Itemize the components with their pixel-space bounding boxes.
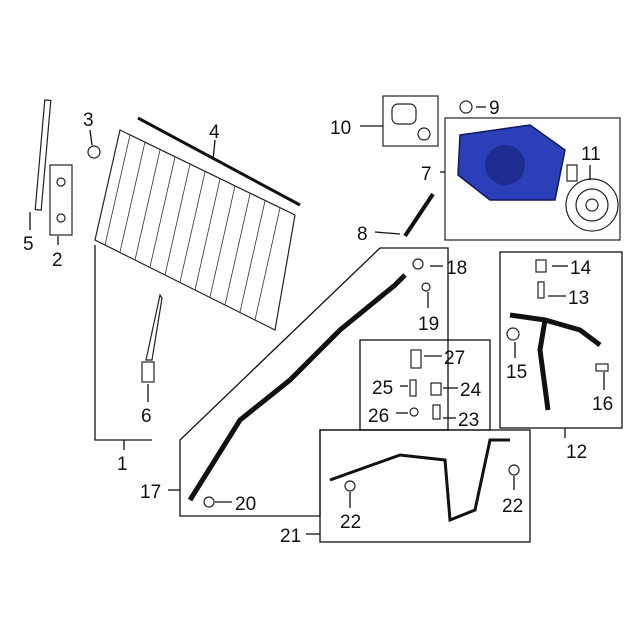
callout-19: 19 — [418, 314, 439, 335]
callout-10: 10 — [330, 118, 351, 139]
callout-9: 9 — [489, 98, 500, 119]
callout-24: 24 — [460, 380, 482, 401]
liquid-hose — [329, 438, 510, 523]
callout-6: 6 — [141, 406, 152, 427]
callout-25: 25 — [372, 378, 393, 399]
discharge-line-box — [499, 251, 623, 429]
side-seal — [34, 99, 52, 211]
callout-22-left: 22 — [340, 512, 361, 533]
o-ring — [459, 100, 473, 114]
drier — [145, 293, 163, 361]
callout-14: 14 — [570, 258, 592, 279]
callout-7: 7 — [421, 164, 432, 185]
liquid-line-box — [319, 429, 531, 543]
callout-3: 3 — [83, 110, 94, 131]
discharge-hose — [509, 312, 602, 411]
callout-2: 2 — [52, 250, 63, 271]
callout-27: 27 — [444, 348, 465, 369]
callout-22-right: 22 — [502, 496, 523, 517]
callout-1: 1 — [117, 454, 128, 475]
callout-12: 12 — [566, 442, 587, 463]
bolt — [87, 145, 101, 159]
mount-bracket — [49, 164, 73, 236]
callout-26: 26 — [368, 406, 389, 427]
callout-11: 11 — [581, 144, 601, 165]
callout-21: 21 — [280, 526, 301, 547]
callout-18: 18 — [446, 258, 467, 279]
callout-13: 13 — [568, 288, 589, 309]
callout-labels: 1 2 3 4 5 6 7 8 9 10 11 12 13 14 15 16 1… — [23, 98, 613, 547]
callout-8: 8 — [357, 224, 368, 245]
suction-hose — [187, 273, 407, 502]
callout-17: 17 — [140, 482, 161, 503]
callout-23: 23 — [458, 410, 479, 431]
callout-5: 5 — [23, 234, 34, 255]
callout-15: 15 — [506, 362, 527, 383]
callout-20: 20 — [235, 494, 256, 515]
leader-lines — [29, 106, 605, 535]
callout-4: 4 — [209, 122, 220, 143]
callout-16: 16 — [592, 394, 613, 415]
condenser — [94, 116, 301, 331]
